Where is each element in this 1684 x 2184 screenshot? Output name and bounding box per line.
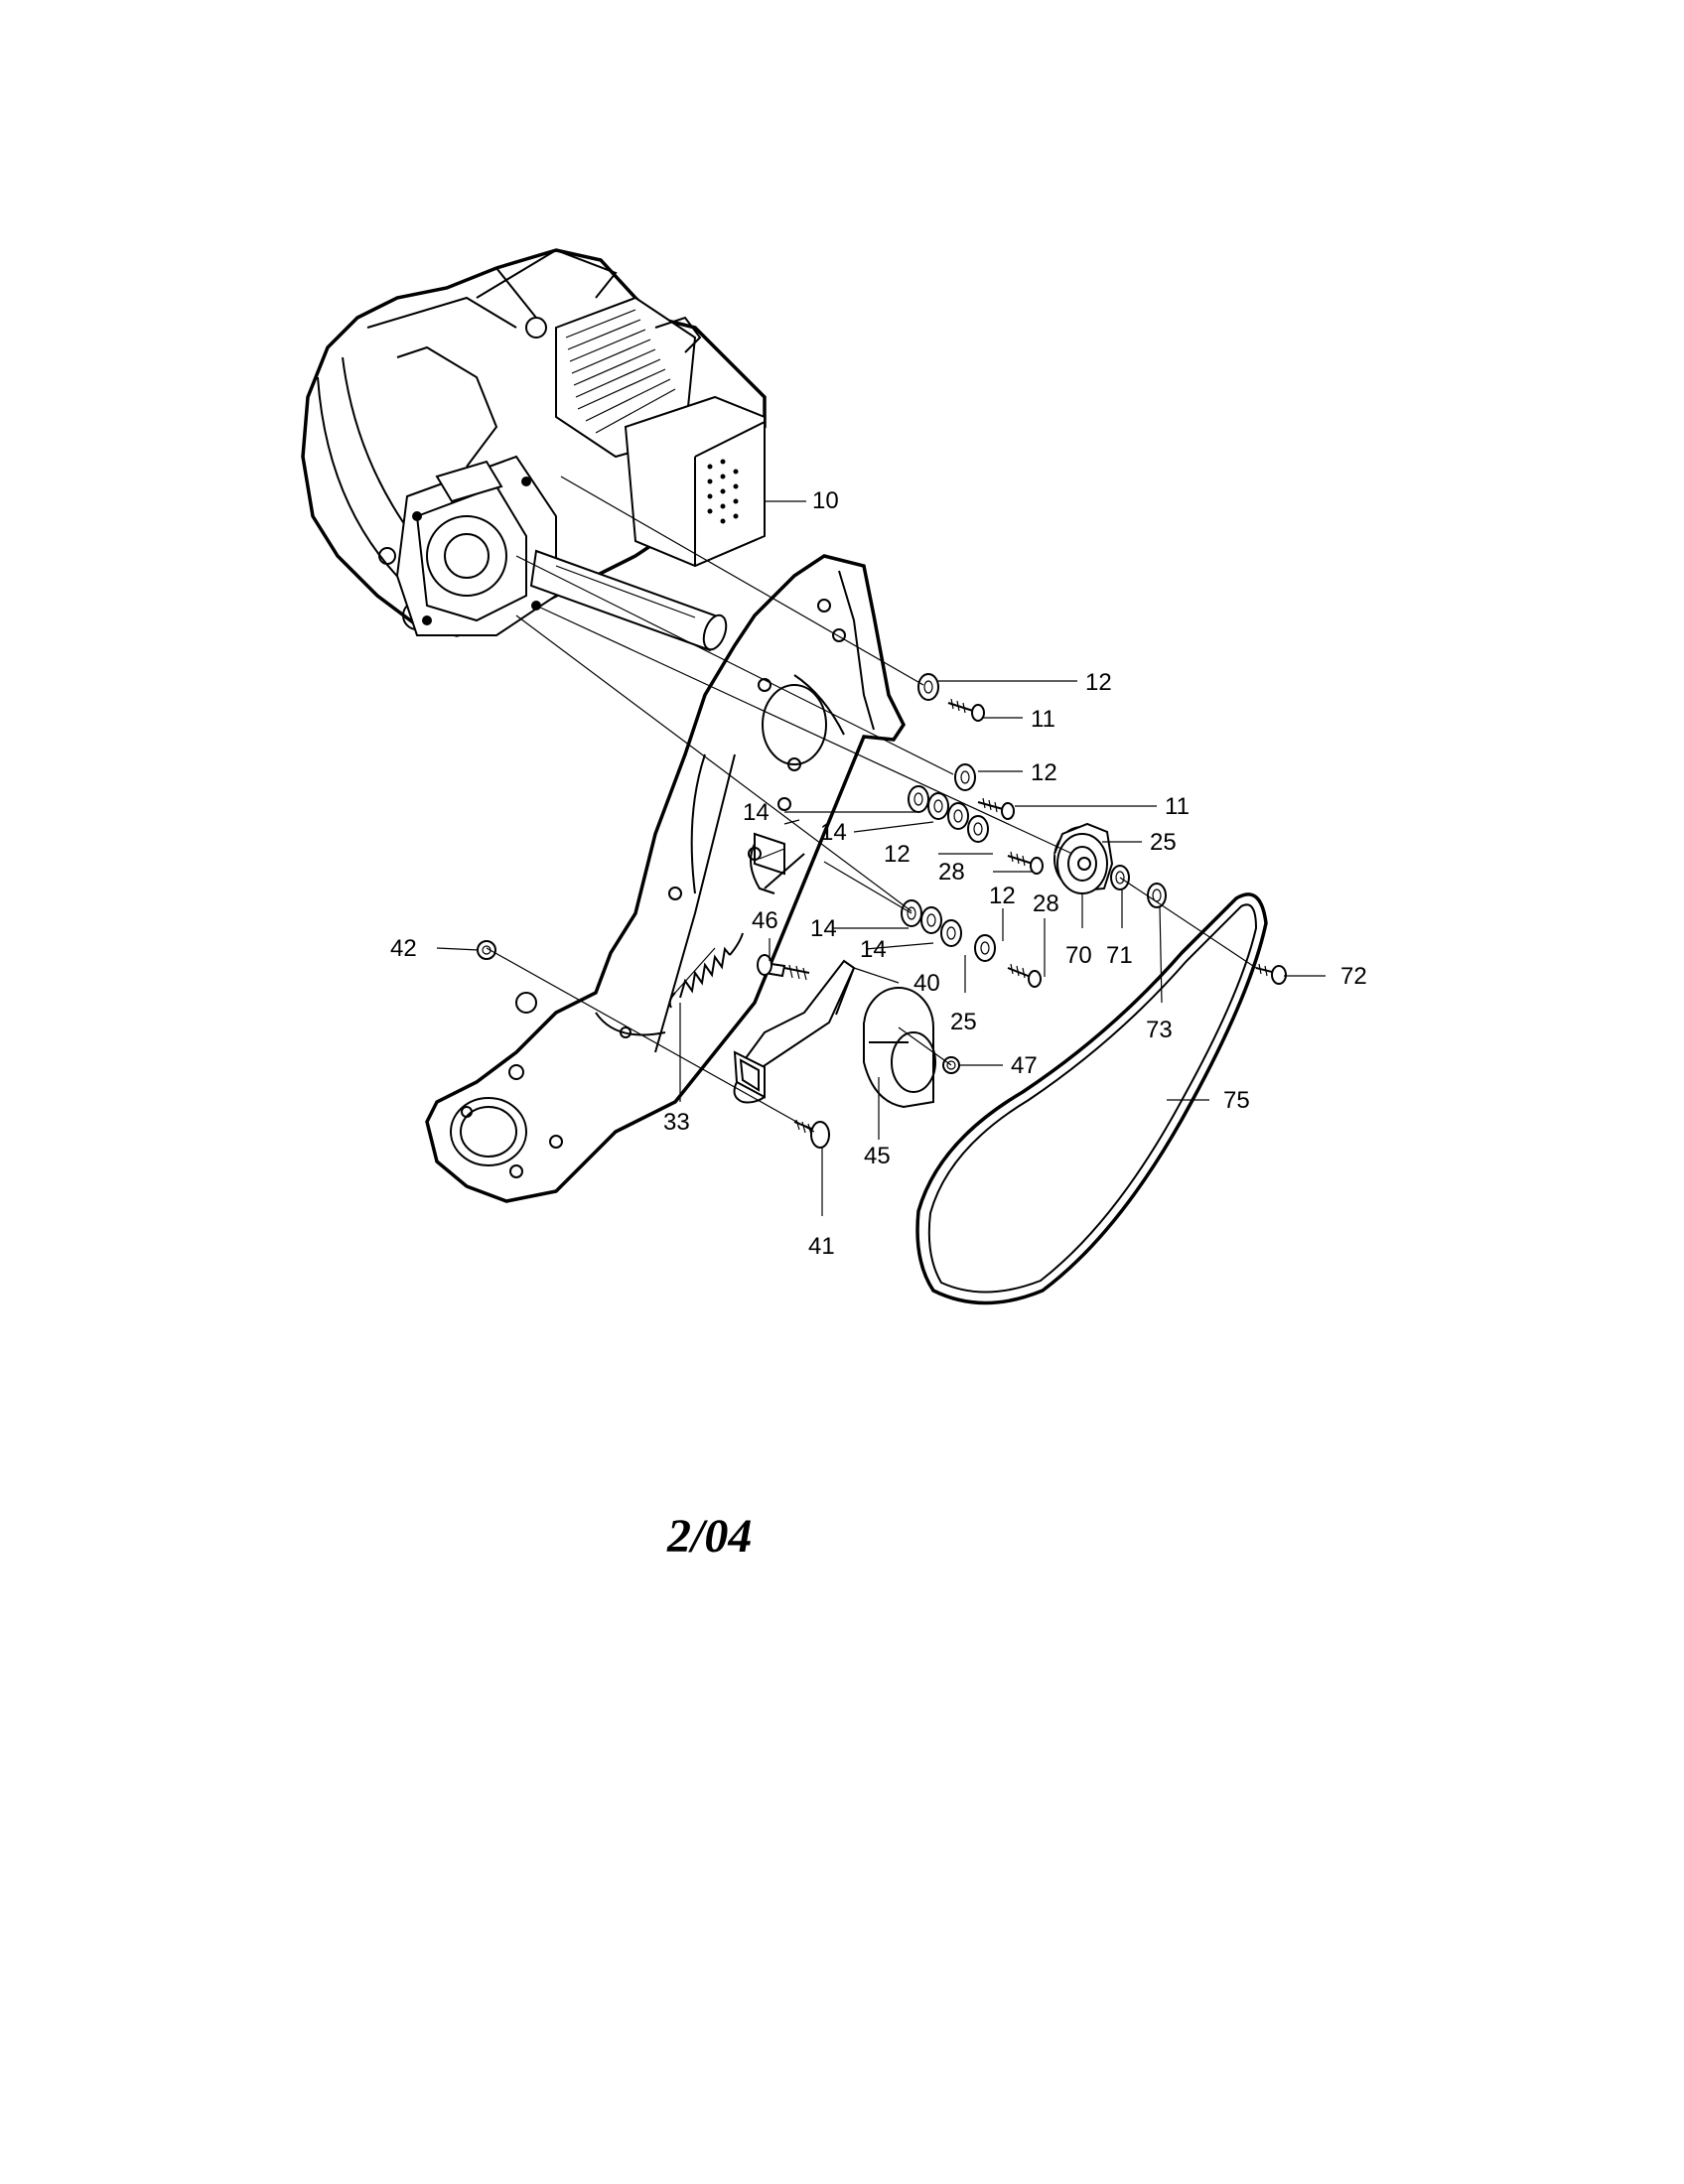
nut-42: [477, 940, 496, 960]
part-number-labels: 10 12 11 12 11 14 14 25 12 28 46 12 28 1…: [390, 487, 1367, 1260]
engine-assembly: [301, 248, 767, 652]
label-28-a: 28: [938, 859, 965, 886]
label-40: 40: [913, 970, 940, 997]
label-45: 45: [864, 1143, 891, 1169]
spring-part: [668, 932, 744, 1009]
label-14-a: 14: [743, 799, 770, 826]
label-14-d: 14: [860, 936, 887, 963]
drive-pulley: [1053, 822, 1287, 985]
label-42: 42: [390, 935, 417, 962]
label-75: 75: [1223, 1087, 1250, 1114]
label-11-b: 11: [1165, 793, 1190, 820]
label-70: 70: [1065, 942, 1092, 969]
washers-and-bolts: [901, 673, 1044, 988]
date-code: 2/04: [667, 1510, 753, 1563]
label-12-c: 12: [884, 841, 911, 868]
assembly-lines: [486, 476, 1257, 1133]
label-71: 71: [1106, 942, 1133, 969]
label-12-d: 12: [989, 883, 1016, 909]
label-14-b: 14: [820, 819, 847, 846]
label-25-a: 25: [1150, 829, 1177, 856]
label-72: 72: [1340, 963, 1367, 990]
label-11-a: 11: [1031, 706, 1055, 733]
label-25-b: 25: [950, 1009, 977, 1035]
cooling-fins: [565, 309, 676, 434]
label-41: 41: [808, 1233, 835, 1260]
label-46: 46: [752, 907, 778, 934]
label-33: 33: [663, 1109, 690, 1136]
label-47: 47: [1011, 1052, 1038, 1079]
label-28-b: 28: [1033, 890, 1059, 917]
label-10: 10: [812, 487, 839, 514]
label-14-c: 14: [810, 915, 837, 942]
frame-plate: [425, 554, 907, 1203]
idler-bracket: [733, 954, 856, 1104]
muffler-vent-holes: [707, 459, 739, 524]
label-12-b: 12: [1031, 759, 1057, 786]
label-73: 73: [1146, 1017, 1173, 1043]
label-12-a: 12: [1085, 669, 1112, 696]
callout-leaders: [436, 500, 1326, 1216]
v-belt: [915, 892, 1268, 1305]
